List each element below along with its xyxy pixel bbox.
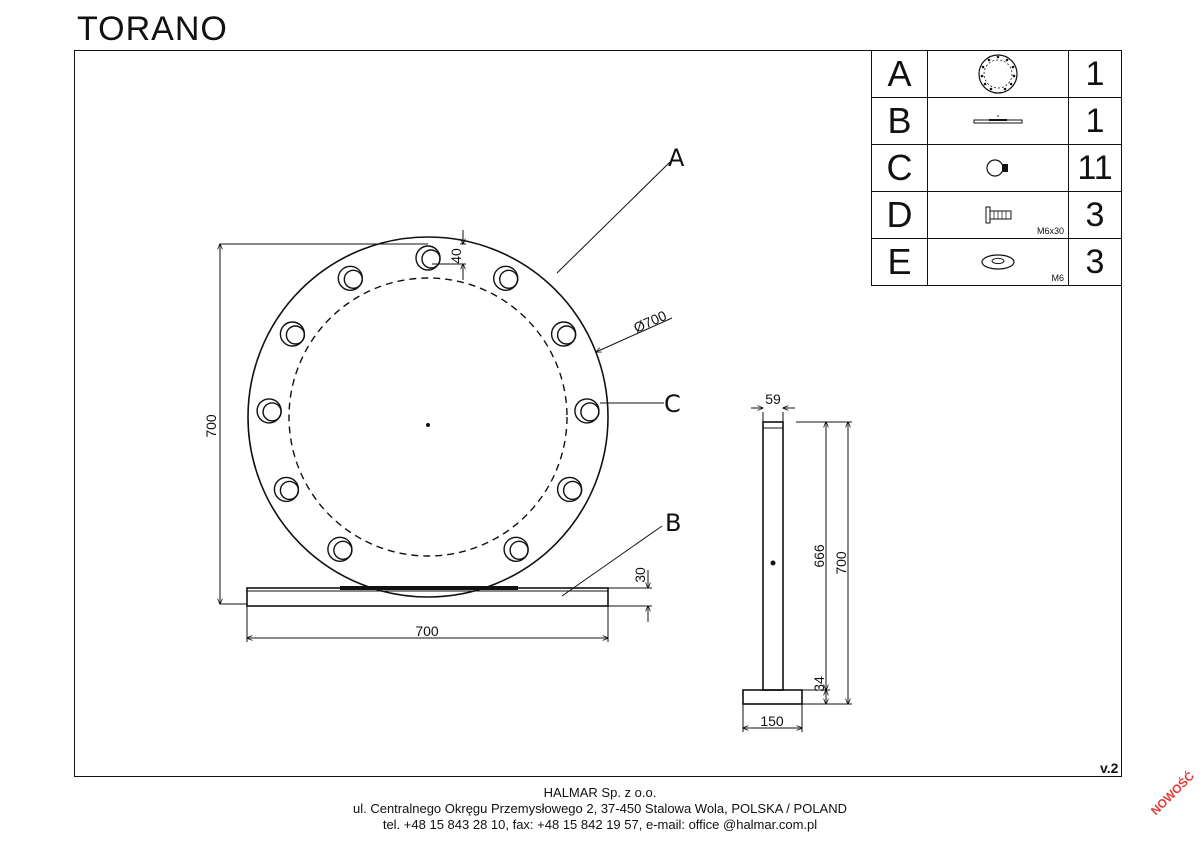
dim-side-inner-height: 666 — [811, 544, 827, 568]
part-letter: B — [871, 97, 928, 145]
bulb-globe — [333, 540, 353, 560]
part-image: M6x30 — [927, 191, 1069, 239]
part-quantity: 1 — [1068, 97, 1122, 145]
washer-icon — [981, 254, 1015, 270]
bulb-globe — [285, 325, 306, 345]
drawing-frame — [74, 50, 1122, 777]
drawing-title: TORANO — [77, 10, 228, 48]
dim-front-width: 700 — [415, 623, 439, 639]
parts-row-d: D M6x30 3 — [871, 191, 1122, 239]
bulb-globe — [499, 269, 519, 289]
callout-b: B — [665, 509, 681, 537]
part-image — [927, 50, 1069, 98]
dim-diameter: Ø700 — [631, 307, 669, 336]
bulb-globe — [262, 402, 282, 422]
bulb-globe — [509, 540, 529, 560]
dim-side-top: 59 — [765, 391, 781, 407]
side-screw-hole — [770, 560, 776, 566]
bolt-icon — [985, 206, 1012, 224]
parts-table: A 1 B 1 C — [871, 50, 1122, 286]
callout-a: A — [668, 144, 685, 172]
front-view — [246, 236, 609, 607]
bulb-globe — [580, 402, 600, 422]
mirror-outline — [247, 236, 609, 598]
part-quantity: 1 — [1068, 50, 1122, 98]
bulb-globe — [562, 480, 583, 501]
callout-leaders — [556, 161, 671, 597]
parts-row-b: B 1 — [871, 97, 1122, 145]
mirror-center-point — [426, 423, 430, 427]
side-dimensions — [743, 408, 852, 732]
bulb-icon — [986, 159, 1008, 177]
front-dimensions — [220, 230, 673, 642]
bulb-globe — [556, 325, 577, 345]
side-mirror-body — [762, 421, 784, 691]
part-image: M6 — [927, 238, 1069, 286]
version-label: v.2 — [1100, 760, 1119, 776]
bulb-globe — [421, 249, 441, 269]
part-letter: C — [871, 144, 928, 192]
parts-row-c: C 11 — [871, 144, 1122, 192]
part-quantity: 3 — [1068, 191, 1122, 239]
part-spec: M6 — [1051, 273, 1064, 283]
part-quantity: 11 — [1068, 144, 1122, 192]
bulb-globe — [343, 269, 363, 289]
side-base — [742, 689, 803, 705]
footer-company: HALMAR Sp. z o.o. — [543, 785, 657, 800]
side-view — [742, 421, 803, 705]
bulb-globe — [279, 480, 300, 501]
dim-base-height: 30 — [632, 567, 648, 583]
callout-c: C — [664, 390, 681, 418]
parts-row-a: A 1 — [871, 50, 1122, 98]
part-letter: A — [871, 50, 928, 98]
dim-side-base-height: 34 — [811, 676, 827, 692]
bulb-ring — [256, 245, 600, 562]
dim-bulb-offset: 40 — [448, 248, 464, 264]
base-plate-icon — [973, 115, 1023, 124]
mirror-glass-outline — [288, 277, 568, 557]
footer-contact: tel. +48 15 843 28 10, fax: +48 15 842 1… — [382, 817, 818, 832]
part-quantity: 3 — [1068, 238, 1122, 286]
part-letter: E — [871, 238, 928, 286]
round-mirror-icon — [978, 54, 1018, 94]
parts-row-e: E M6 3 — [871, 238, 1122, 286]
part-image — [927, 144, 1069, 192]
dim-front-height: 700 — [203, 414, 219, 438]
dim-side-base-width: 150 — [760, 713, 784, 729]
dim-side-height: 700 — [833, 551, 849, 575]
part-spec: M6x30 — [1036, 226, 1064, 236]
footer-address: ul. Centralnego Okręgu Przemysłowego 2, … — [352, 801, 847, 816]
part-letter: D — [871, 191, 928, 239]
part-image — [927, 97, 1069, 145]
